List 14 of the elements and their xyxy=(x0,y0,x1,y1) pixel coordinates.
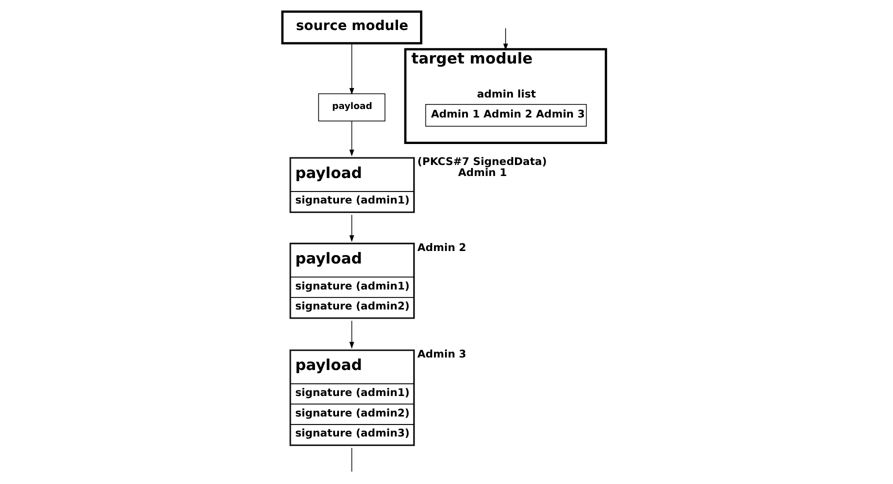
node-box: payload xyxy=(318,93,385,122)
arrow xyxy=(348,42,354,95)
node-box: Admin 1 Admin 2 Admin 3 xyxy=(424,104,586,127)
node-label: admin list xyxy=(476,88,536,101)
node-label: Admin 1 xyxy=(458,166,506,179)
node-label: Admin 3 xyxy=(416,348,466,361)
node-label: Admin 2 xyxy=(416,242,466,254)
node-label: (PKCS#7 SignedData) xyxy=(416,156,546,168)
arrow xyxy=(348,320,354,349)
arrow xyxy=(502,28,508,50)
arrow xyxy=(348,120,354,156)
node-box: source module xyxy=(280,10,422,44)
connector xyxy=(350,448,352,472)
arrow xyxy=(348,214,354,242)
